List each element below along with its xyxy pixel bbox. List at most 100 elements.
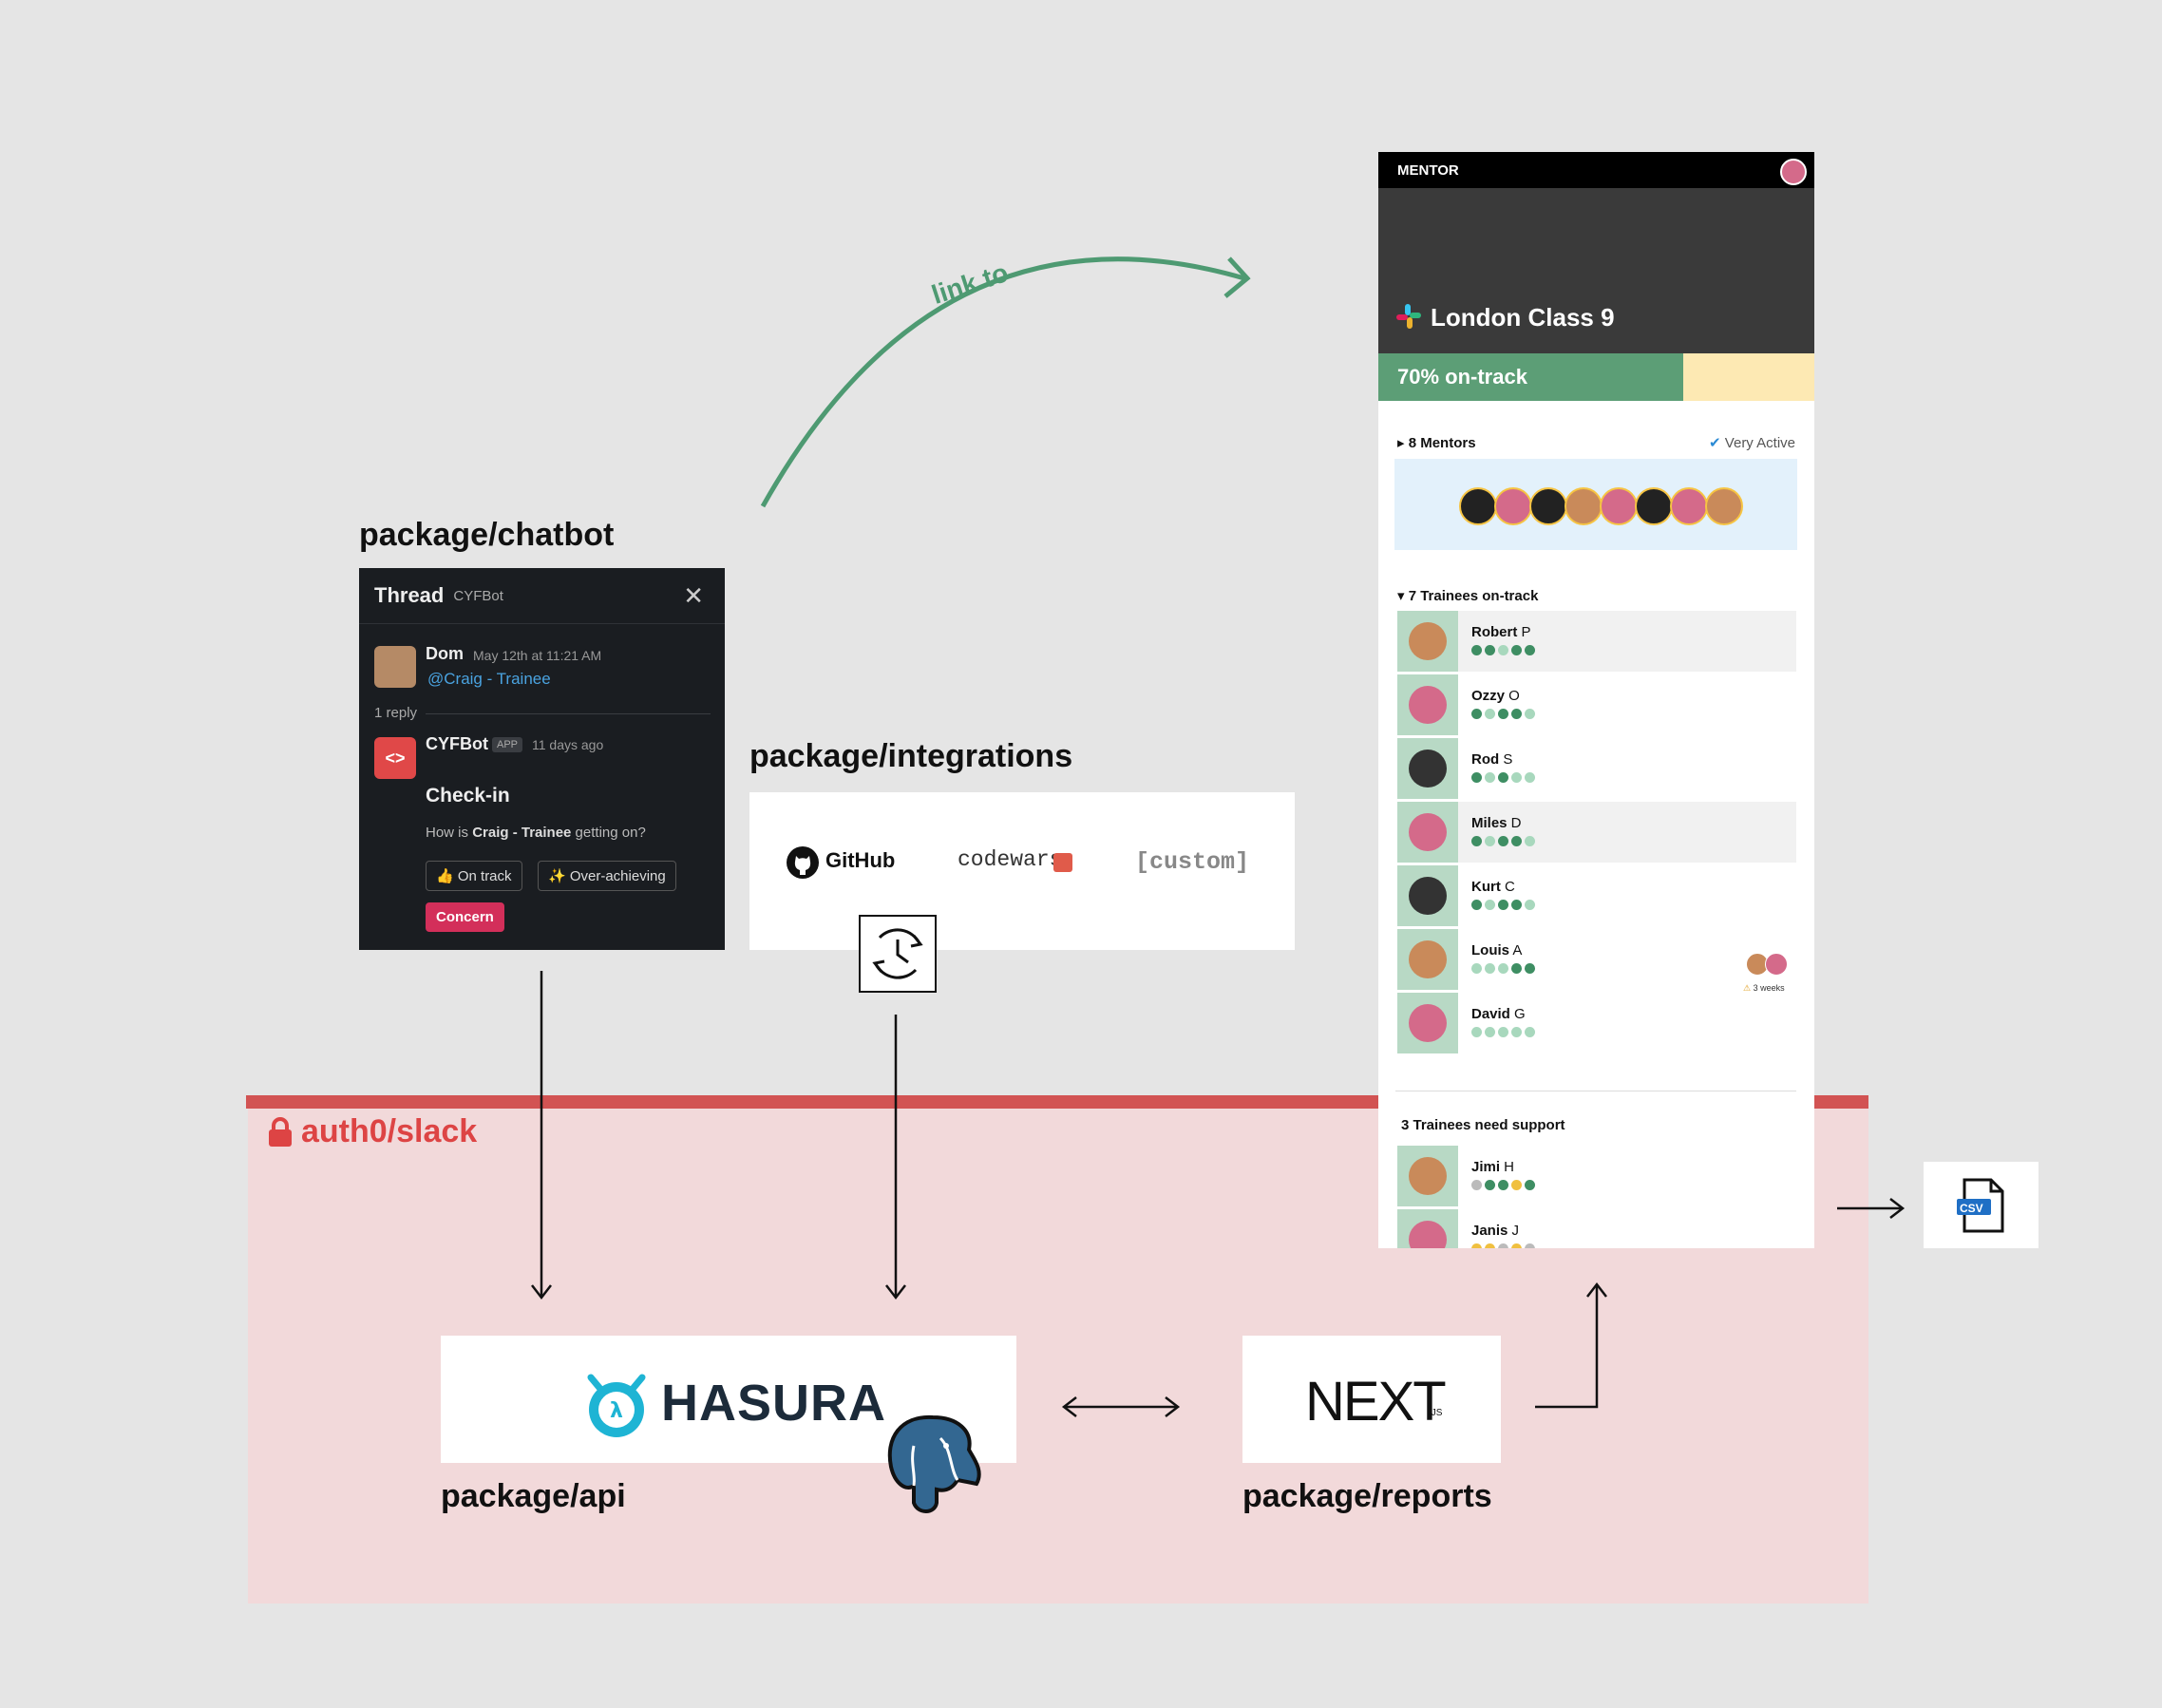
trainee-photo bbox=[1397, 1146, 1458, 1206]
ontrack-title[interactable]: ▾ 7 Trainees on-track bbox=[1397, 588, 1539, 604]
github-icon bbox=[787, 846, 819, 879]
progress-dot bbox=[1525, 645, 1535, 655]
progress-dot bbox=[1471, 900, 1482, 910]
over-achieving-button[interactable]: ✨ Over-achieving bbox=[538, 861, 676, 891]
trainee-progress-dots bbox=[1471, 836, 1535, 846]
checkin-question: How is Craig - Trainee getting on? bbox=[426, 825, 646, 841]
trainee-progress-dots bbox=[1471, 709, 1535, 719]
trainee-first-name: Janis bbox=[1471, 1223, 1508, 1239]
progress-dot bbox=[1511, 1180, 1522, 1190]
mentor-avatar[interactable] bbox=[1565, 487, 1603, 525]
progress-dot bbox=[1485, 900, 1495, 910]
trainee-face bbox=[1409, 1221, 1447, 1248]
trainee-row[interactable]: Louis A bbox=[1397, 929, 1796, 990]
trainee-last-initial: G bbox=[1509, 1006, 1526, 1022]
progress-dot bbox=[1485, 836, 1495, 846]
concern-button[interactable]: Concern bbox=[426, 902, 504, 932]
progress-dot bbox=[1498, 709, 1508, 719]
support-title[interactable]: 3 Trainees need support bbox=[1401, 1117, 1565, 1133]
progress-dot bbox=[1525, 900, 1535, 910]
trainee-face bbox=[1409, 1157, 1447, 1195]
scheduled-sync-icon bbox=[859, 915, 937, 993]
progress-dot bbox=[1498, 772, 1508, 783]
chatbot-thread-panel: Thread CYFBot ✕ Dom May 12th at 11:21 AM… bbox=[359, 568, 725, 950]
trainee-photo bbox=[1397, 802, 1458, 863]
trainee-last-initial: P bbox=[1517, 624, 1531, 640]
trainee-row[interactable]: Kurt C bbox=[1397, 865, 1796, 926]
mentor-avatar[interactable] bbox=[1670, 487, 1708, 525]
trainee-face bbox=[1409, 940, 1447, 978]
postgres-icon bbox=[887, 1414, 981, 1513]
mentor-avatar[interactable] bbox=[1494, 487, 1532, 525]
reports-package-label: package/reports bbox=[1242, 1478, 1492, 1514]
trainee-first-name: Robert bbox=[1471, 624, 1518, 640]
msg-author: Dom bbox=[426, 644, 464, 663]
svg-text:λ: λ bbox=[610, 1399, 623, 1423]
user-avatar[interactable] bbox=[1780, 159, 1807, 185]
progress-dot bbox=[1525, 836, 1535, 846]
question-prefix: How is bbox=[426, 825, 473, 841]
csv-file-icon[interactable] bbox=[1955, 1178, 2008, 1233]
mentor-avatar[interactable] bbox=[1705, 487, 1743, 525]
support-row[interactable]: Janis J bbox=[1397, 1209, 1796, 1248]
progress-dot bbox=[1525, 1243, 1535, 1248]
trainee-row[interactable]: Ozzy O bbox=[1397, 674, 1796, 735]
question-suffix: getting on? bbox=[571, 825, 646, 841]
trainee-photo bbox=[1397, 611, 1458, 672]
trainee-name: Ozzy O bbox=[1471, 688, 1520, 704]
custom-label: [custom] bbox=[1135, 848, 1250, 876]
mentor-avatars bbox=[1459, 487, 1743, 525]
auth-label: auth0/slack bbox=[267, 1113, 477, 1150]
close-icon[interactable]: ✕ bbox=[683, 581, 704, 610]
mentor-avatar[interactable] bbox=[1600, 487, 1638, 525]
reply-count[interactable]: 1 reply bbox=[374, 705, 418, 721]
progress-dot bbox=[1485, 772, 1495, 783]
app-badge: APP bbox=[492, 737, 523, 752]
trainee-mention[interactable]: @Craig - Trainee bbox=[427, 670, 551, 688]
divider bbox=[426, 713, 711, 714]
progress-dot bbox=[1498, 645, 1508, 655]
trainee-name: Janis J bbox=[1471, 1223, 1519, 1239]
trainee-first-name: David bbox=[1471, 1006, 1510, 1022]
trainee-row[interactable]: David G bbox=[1397, 993, 1796, 1053]
trainee-progress-dots bbox=[1471, 1027, 1535, 1037]
mentor-avatar bbox=[1765, 953, 1788, 976]
mentor-avatar[interactable] bbox=[1635, 487, 1673, 525]
mentor-avatar[interactable] bbox=[1529, 487, 1567, 525]
trainee-name: David G bbox=[1471, 1006, 1526, 1022]
codewars-label: codewars bbox=[958, 847, 1063, 872]
mentors-title[interactable]: ▸ 8 Mentors bbox=[1397, 435, 1476, 451]
class-title: London Class 9 bbox=[1431, 303, 1615, 332]
trainee-row[interactable]: Rod S bbox=[1397, 738, 1796, 799]
hasura-logo-icon: λ bbox=[587, 1374, 646, 1437]
progress-dot bbox=[1498, 963, 1508, 974]
lock-icon bbox=[269, 1116, 292, 1147]
dashboard-topbar: MENTOR bbox=[1378, 152, 1814, 188]
trainee-photo bbox=[1397, 1209, 1458, 1248]
trainee-name: Jimi H bbox=[1471, 1159, 1514, 1175]
progress-dot bbox=[1498, 1180, 1508, 1190]
progress-dot bbox=[1511, 1027, 1522, 1037]
reports-to-dashboard-arrow bbox=[1535, 1285, 1599, 1409]
check-icon: ✔ bbox=[1709, 435, 1721, 451]
mentor-avatar[interactable] bbox=[1459, 487, 1497, 525]
nextjs-suffix: .JS bbox=[1429, 1408, 1443, 1418]
mentors-status: ✔ Very Active bbox=[1709, 434, 1795, 451]
support-row[interactable]: Jimi H bbox=[1397, 1146, 1796, 1206]
mentors-avatar-strip bbox=[1394, 459, 1797, 550]
trainee-name: Robert P bbox=[1471, 624, 1531, 640]
link-arrow bbox=[760, 256, 1245, 508]
trainee-row[interactable]: Miles D bbox=[1397, 802, 1796, 863]
chatbot-package-label: package/chatbot bbox=[359, 517, 615, 553]
trainee-progress-dots bbox=[1471, 645, 1535, 655]
trainee-row[interactable]: Robert P bbox=[1397, 611, 1796, 672]
progress-dot bbox=[1498, 900, 1508, 910]
trainee-progress-dots bbox=[1471, 900, 1535, 910]
on-track-button[interactable]: 👍 On track bbox=[426, 861, 522, 891]
trainee-first-name: Rod bbox=[1471, 751, 1500, 768]
progress-dot bbox=[1525, 1180, 1535, 1190]
bot-time: 11 days ago bbox=[532, 737, 604, 752]
trainee-last-initial: O bbox=[1505, 688, 1520, 704]
clock-refresh-icon bbox=[872, 928, 923, 979]
